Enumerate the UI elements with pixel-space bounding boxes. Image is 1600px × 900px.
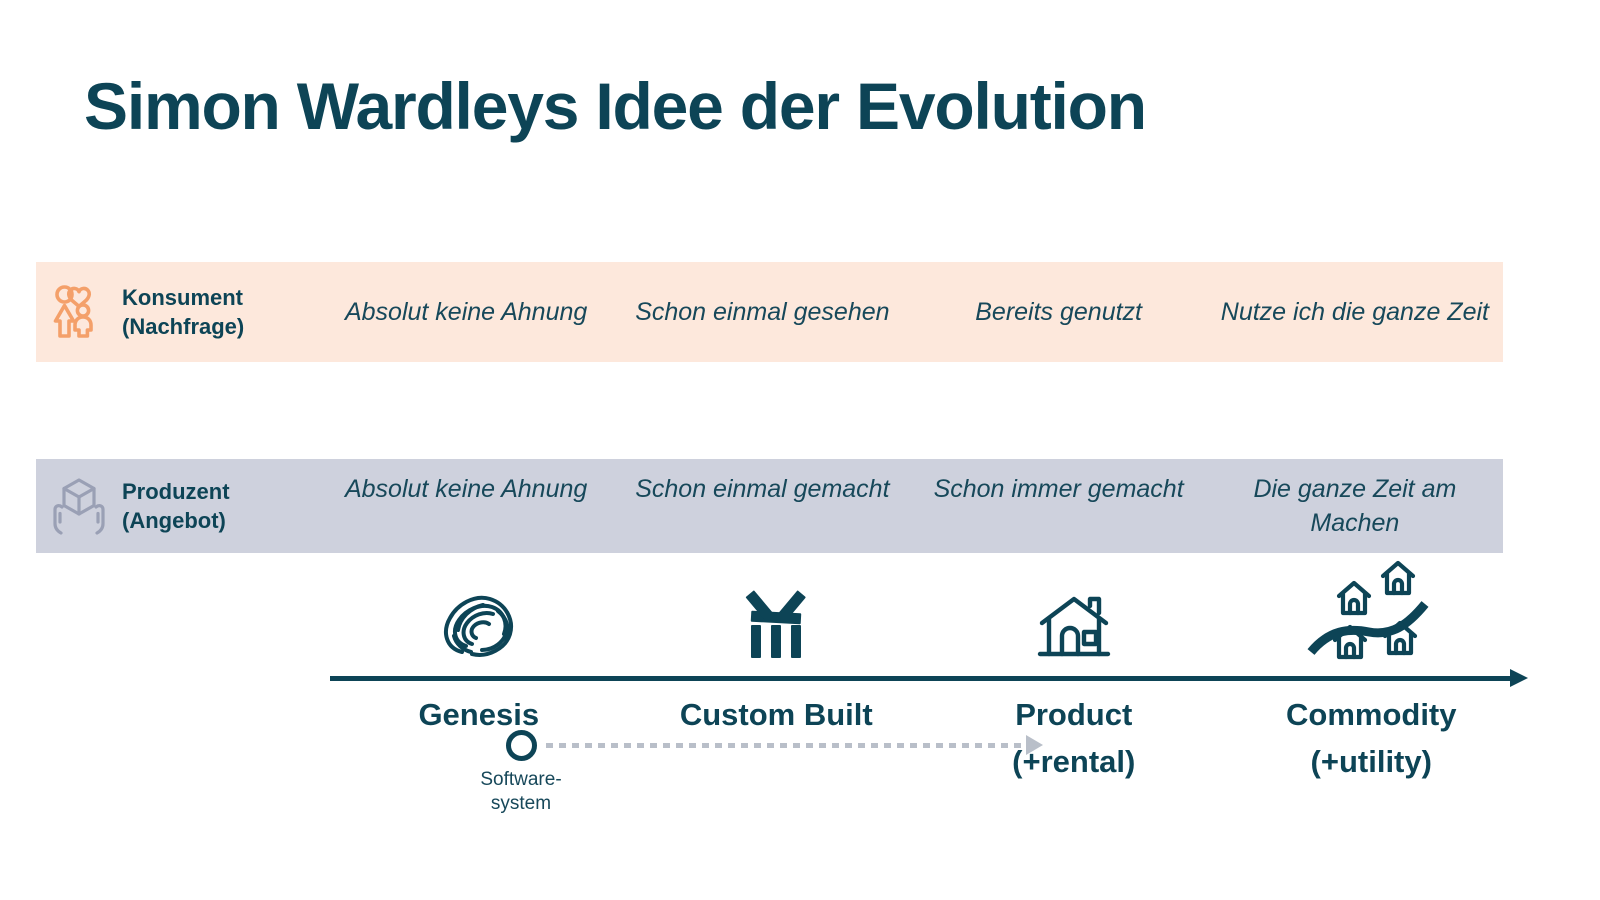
stage-label-commodity-line2: (+utility) [1310,743,1432,779]
producer-cell-custom-built: Schon einmal gemacht [635,474,890,503]
software-system-caption: Software- system [441,768,601,816]
software-system-marker-group: Software- system [0,362,1600,814]
producer-cell-commodity: Die ganze Zeit am Machen [1253,474,1457,538]
consumer-label: Konsument (Nachfrage) [122,283,318,341]
scribble-blob-icon [330,566,628,666]
dotted-arrow-head-icon [1026,735,1043,755]
consumer-cell-custom-built: Schon einmal gesehen [635,297,890,326]
software-system-caption-line1: Software- [480,769,562,790]
stage-label-commodity: Commodity (+utility) [1223,692,1521,785]
house-icon [925,566,1223,666]
stage-label-genesis-line1: Genesis [418,697,540,732]
houses-road-icon [1223,560,1521,666]
producer-label-line2: (Angebot) [122,508,226,533]
evolution-axis-line [330,676,1520,681]
software-system-caption-line2: system [490,792,552,814]
stage-label-product-line1: Product [1015,697,1133,732]
producer-label-line1: Produzent [122,478,230,504]
consumer-cells: Absolut keine Ahnung Schon einmal gesehe… [318,295,1503,330]
producer-label: Produzent (Angebot) [122,477,318,535]
dotted-arrow-right-icon [546,743,1028,748]
page-title: Simon Wardleys Idee der Evolution [84,69,1147,143]
cube-in-hands-icon [36,477,122,535]
producer-row: Produzent (Angebot) Absolut keine Ahnung… [36,459,1503,553]
consumer-cell-product: Bereits genutzt [975,297,1142,326]
producer-cell-product: Schon immer gemacht [933,474,1184,503]
evolution-stage-icons [330,560,1521,666]
consumer-cell-commodity: Nutze ich die ganze Zeit [1220,297,1489,326]
consumer-row: Konsument (Nachfrage) Absolut keine Ahnu… [36,262,1503,362]
producer-cells: Absolut keine Ahnung Schon einmal gemach… [318,472,1503,541]
stage-label-product-line2: (+rental) [1012,743,1136,779]
ring-marker-icon [506,730,537,761]
stage-label-product: Product (+rental) [925,692,1223,785]
stage-label-commodity-line1: Commodity [1286,697,1457,732]
consumer-label-line2: (Nachfrage) [122,314,245,339]
stage-label-custom-built: Custom Built [628,692,926,785]
evolution-stage-labels: Genesis Custom Built Product (+rental) C… [330,692,1520,785]
roof-pillars-icon [628,566,926,666]
people-heart-icon [36,284,122,340]
consumer-label-line1: Konsument [122,284,243,310]
consumer-cell-genesis: Absolut keine Ahnung [344,297,588,326]
axis-arrow-right-icon [1510,669,1528,687]
producer-cell-genesis: Absolut keine Ahnung [344,474,588,503]
stage-label-genesis: Genesis [330,692,628,785]
stage-label-custom-built-line1: Custom Built [679,697,873,732]
